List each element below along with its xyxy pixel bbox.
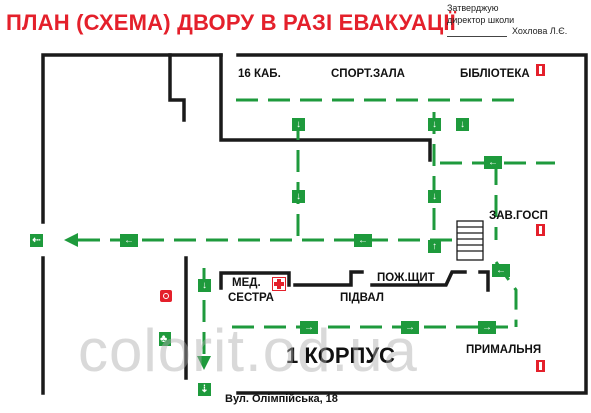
- wall-partition: [168, 53, 186, 122]
- room-label-fire-panel: ПОЖ.ЩИТ: [377, 272, 435, 284]
- exit-sign-icon: ↓: [198, 279, 211, 292]
- exit-sign-icon: ↓: [292, 118, 305, 131]
- exit-sign-icon: ←: [484, 156, 502, 169]
- fire-extinguisher-icon: [536, 224, 545, 236]
- wall-corridor-1: [293, 270, 364, 287]
- exit-sign-icon: ↓: [292, 190, 305, 203]
- approval-signatory: Хохлова Л.Є.: [512, 26, 568, 36]
- exit-sign-icon: →: [478, 321, 496, 334]
- exit-sign-icon: ↓: [428, 118, 441, 131]
- room-label-16: 16 КАБ.: [238, 68, 281, 80]
- room-label-facilities: ЗАВ.ГОСП: [489, 210, 548, 222]
- fire-extinguisher-icon: [536, 360, 545, 372]
- first-aid-icon: [272, 277, 286, 291]
- exit-sign-icon: →: [300, 321, 318, 334]
- arrow-left-icon: [64, 233, 78, 247]
- approval-line-1: Затверджую: [447, 3, 499, 13]
- exit-sign-icon: ↓: [456, 118, 469, 131]
- watermark: colorit.od.ua: [78, 317, 418, 384]
- stairs-icon: [456, 220, 484, 261]
- building-title: 1 КОРПУС: [286, 343, 395, 368]
- assembly-point-icon: [159, 332, 171, 346]
- exit-sign-icon: ↑: [428, 240, 441, 253]
- wall-inner-block: [219, 53, 432, 162]
- room-label-reception: ПРИМАЛЬНЯ: [466, 344, 542, 356]
- fire-alarm-icon: [160, 290, 172, 302]
- room-label-medical-2: СЕСТРА: [228, 292, 274, 304]
- exit-sign-icon: ←: [120, 234, 138, 247]
- exit-sign-icon: ←: [354, 234, 372, 247]
- exit-sign-icon: ←: [492, 264, 510, 277]
- wall-outer-top-right: [236, 53, 588, 395]
- exit-sign-icon: ↓: [428, 190, 441, 203]
- exit-sign-icon: ⇣: [198, 383, 211, 396]
- room-label-basement: ПІДВАЛ: [340, 292, 384, 304]
- wall-outer-left-top: [41, 53, 223, 224]
- street-address: Вул. Олімпійська, 18: [225, 393, 338, 405]
- fire-extinguisher-icon: [536, 64, 545, 76]
- arrow-down-icon: [197, 356, 211, 370]
- plan-title: ПЛАН (СХЕМА) ДВОРУ В РАЗІ ЕВАКУАЦІЇ: [6, 10, 456, 35]
- wall-corridor-3: [478, 270, 490, 292]
- wall-corridor-2: [370, 270, 467, 287]
- room-label-medical-1: МЕД.: [232, 277, 261, 289]
- exit-sign-icon: ⇠: [30, 234, 43, 247]
- exit-sign-icon: →: [401, 321, 419, 334]
- room-label-library: БІБЛІОТЕКА: [460, 68, 530, 80]
- wall-medical: [219, 271, 291, 290]
- approval-line-2: директор школи: [447, 15, 515, 25]
- signature-line: [447, 36, 507, 37]
- room-label-gym: СПОРТ.ЗАЛА: [331, 68, 405, 80]
